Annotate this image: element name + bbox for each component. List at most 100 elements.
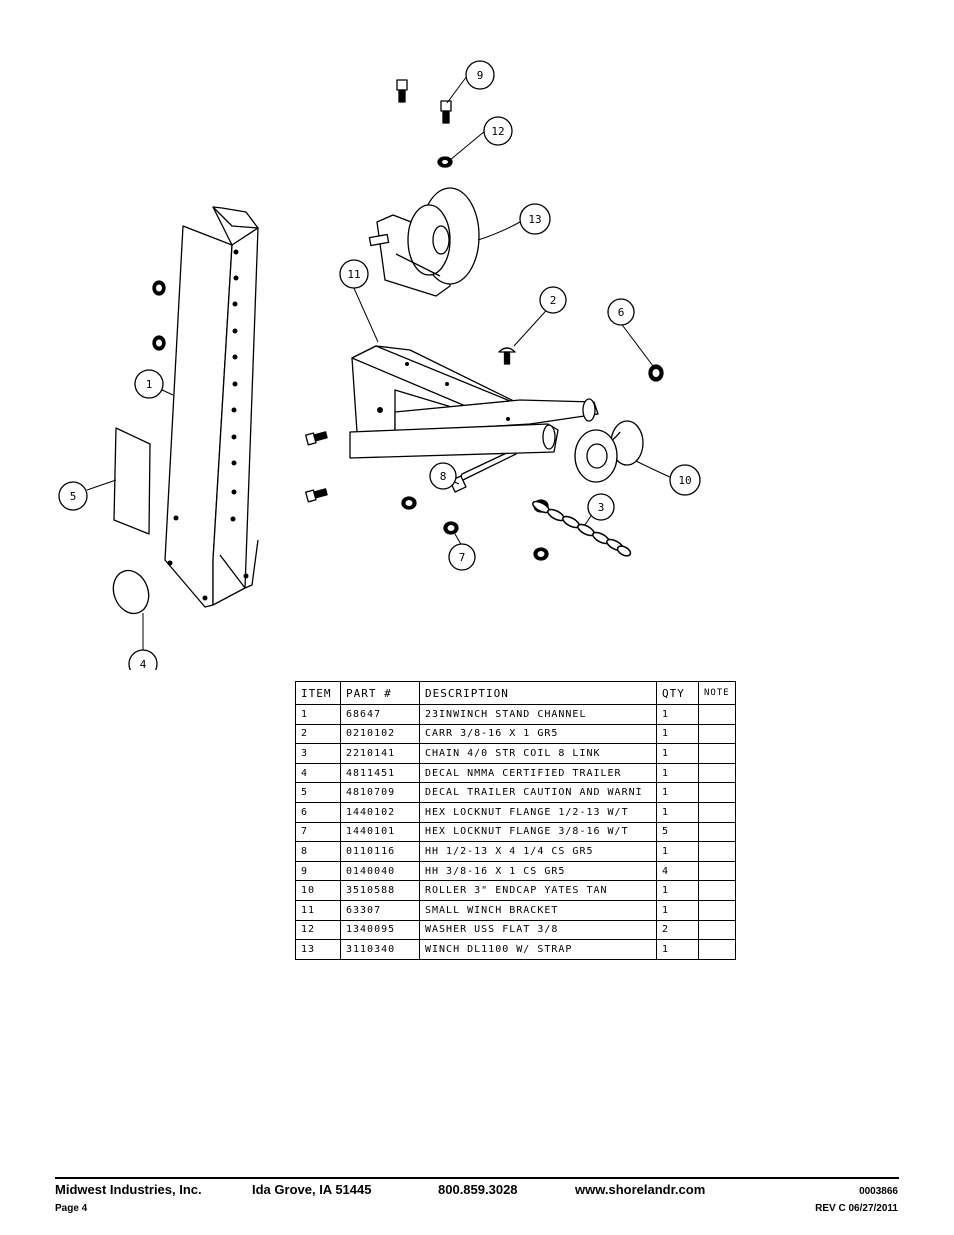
svg-text:10: 10	[678, 474, 691, 487]
cell-item: 1	[295, 704, 341, 725]
washer-part	[437, 156, 453, 168]
svg-text:13: 13	[528, 213, 541, 226]
column-header-item: ITEM	[295, 681, 341, 705]
cell-description: CHAIN 4/0 STR COIL 8 LINK	[419, 743, 657, 764]
cell-part-number: 4811451	[340, 762, 420, 784]
column-header-qty: QTY	[656, 681, 699, 705]
exploded-parts-diagram: 1 2 3 4 5 6 7 8 9 10 11 12 13	[58, 60, 701, 670]
callout-4: 4	[128, 649, 158, 670]
callout-12: 12	[483, 116, 513, 146]
cell-qty: 4	[656, 860, 699, 882]
cell-description: SMALL WINCH BRACKET	[419, 899, 657, 921]
cell-description: HH 3/8-16 X 1 CS GR5	[419, 860, 657, 882]
hex-bolt-parts	[305, 79, 452, 503]
cell-part-number: 1340095	[340, 919, 420, 941]
cell-item: 9	[295, 860, 341, 882]
callout-9: 9	[465, 60, 495, 90]
svg-text:11: 11	[347, 268, 360, 281]
cell-qty: 1	[656, 939, 699, 960]
decal-caution-part	[113, 427, 151, 535]
callout-5: 5	[58, 481, 88, 511]
roller-part	[574, 420, 644, 483]
callout-6: 6	[607, 298, 635, 326]
callout-3: 3	[587, 493, 615, 521]
chain-part	[532, 500, 632, 557]
svg-text:12: 12	[491, 125, 504, 138]
cell-item: 12	[295, 919, 341, 941]
cell-part-number: 3110340	[340, 939, 420, 960]
footer-page-number: Page 4	[55, 1203, 88, 1214]
cell-item: 10	[295, 880, 341, 901]
decal-nmma-part	[112, 569, 150, 615]
svg-text:6: 6	[618, 306, 625, 319]
stand-channel-part	[164, 206, 259, 608]
cell-part-number: 2210141	[340, 743, 420, 764]
cell-note	[698, 743, 736, 764]
table-header-row: ITEM PART # DESCRIPTION QTY NOTE	[295, 681, 736, 705]
cell-description: HH 1/2-13 X 4 1/4 CS GR5	[419, 841, 657, 862]
cell-note	[698, 782, 736, 803]
cell-description: 23INWINCH STAND CHANNEL	[419, 704, 657, 725]
cell-item: 8	[295, 841, 341, 862]
cell-note	[698, 939, 736, 960]
cell-item: 7	[295, 821, 341, 843]
column-header-note: NOTE	[698, 681, 736, 705]
cell-part-number: 63307	[340, 899, 420, 921]
cell-qty: 1	[656, 899, 699, 921]
callout-1: 1	[134, 369, 164, 399]
cell-part-number: 68647	[340, 704, 420, 725]
long-bolt-part	[449, 449, 517, 493]
cell-note	[698, 880, 736, 901]
column-header-description: DESCRIPTION	[419, 681, 657, 705]
svg-text:1: 1	[146, 378, 153, 391]
svg-text:3: 3	[598, 501, 605, 514]
cell-item: 4	[295, 762, 341, 784]
callout-13: 13	[519, 203, 551, 235]
footer-company: Midwest Industries, Inc.	[55, 1182, 202, 1197]
cell-part-number: 0140040	[340, 860, 420, 882]
svg-text:9: 9	[477, 69, 484, 82]
cell-description: HEX LOCKNUT FLANGE 3/8-16 W/T	[419, 821, 657, 843]
cell-note	[698, 821, 736, 843]
svg-text:2: 2	[550, 294, 557, 307]
cell-note	[698, 762, 736, 784]
cell-description: DECAL NMMA CERTIFIED TRAILER	[419, 762, 657, 784]
leader-lines	[86, 75, 673, 652]
carriage-bolt-part	[498, 347, 516, 365]
cell-description: ROLLER 3" ENDCAP YATES TAN	[419, 880, 657, 901]
locknut-parts	[152, 280, 664, 561]
callout-8: 8	[429, 462, 457, 490]
column-header-part: PART #	[340, 681, 420, 705]
cell-qty: 1	[656, 762, 699, 784]
callout-11: 11	[339, 259, 369, 289]
svg-text:8: 8	[440, 470, 447, 483]
cell-qty: 1	[656, 723, 699, 745]
footer-phone: 800.859.3028	[438, 1182, 518, 1197]
svg-text:7: 7	[459, 551, 466, 564]
cell-note	[698, 801, 736, 823]
svg-text:5: 5	[70, 490, 77, 503]
cell-description: HEX LOCKNUT FLANGE 1/2-13 W/T	[419, 801, 657, 823]
winch-bracket-part	[349, 345, 599, 459]
cell-part-number: 4810709	[340, 782, 420, 803]
cell-item: 6	[295, 801, 341, 823]
cell-description: CARR 3/8-16 X 1 GR5	[419, 723, 657, 745]
svg-text:4: 4	[140, 658, 147, 670]
cell-note	[698, 704, 736, 725]
cell-qty: 1	[656, 801, 699, 823]
cell-qty: 1	[656, 880, 699, 901]
cell-description: WASHER USS FLAT 3/8	[419, 919, 657, 941]
cell-note	[698, 841, 736, 862]
footer-website: www.shorelandr.com	[575, 1182, 706, 1197]
footer-revision: REV C 06/27/2011	[815, 1203, 898, 1214]
cell-item: 5	[295, 782, 341, 803]
